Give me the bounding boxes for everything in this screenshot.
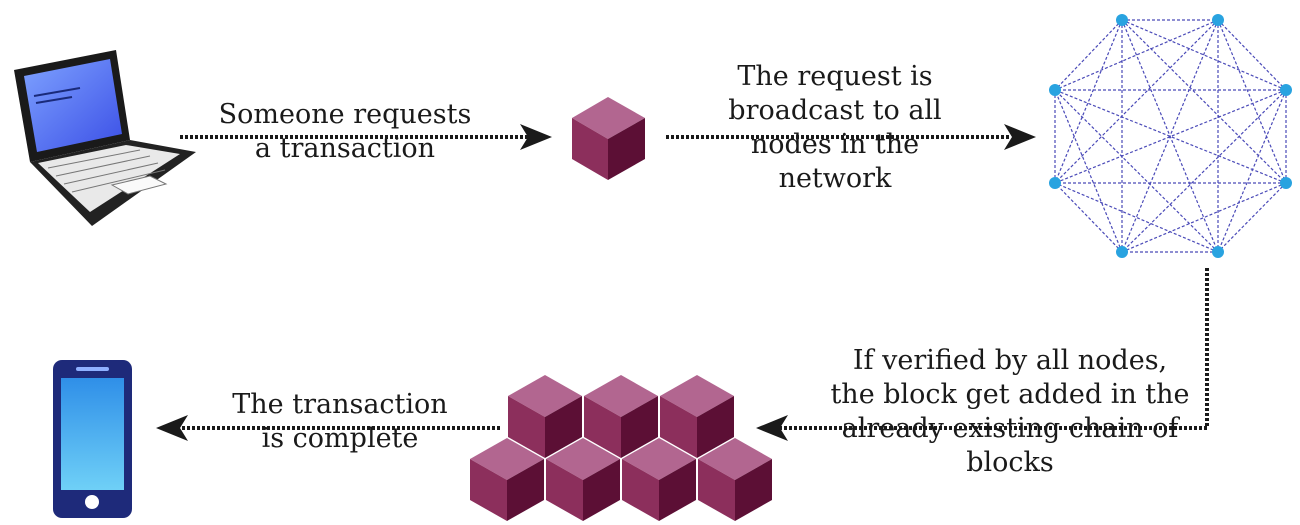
chain-block — [470, 438, 544, 521]
network-link — [1217, 19, 1287, 184]
arrow-verify — [756, 268, 1209, 441]
chain-block — [698, 438, 772, 521]
laptop-icon — [14, 50, 196, 226]
complete-line-2: is complete — [261, 423, 419, 454]
network-link — [1054, 89, 1287, 184]
network-node — [1212, 246, 1224, 258]
broadcast-line-3: nodes in the — [750, 129, 920, 160]
network-link — [1054, 182, 1219, 253]
network-node — [1049, 84, 1061, 96]
network-node — [1049, 177, 1061, 189]
network-link — [1054, 19, 1219, 184]
network-link — [1217, 182, 1287, 253]
verify-line-3: already existing chain of — [841, 413, 1179, 444]
block-cube-icon — [572, 97, 645, 180]
network-node — [1116, 14, 1128, 26]
network-node — [1280, 84, 1292, 96]
chain-block — [622, 438, 696, 521]
network-node — [1116, 246, 1128, 258]
network-nodes-icon — [1049, 14, 1292, 258]
network-link — [1054, 89, 1219, 253]
chain-block — [508, 375, 582, 458]
network-link — [1054, 182, 1123, 253]
network-node — [1280, 177, 1292, 189]
verify-line-4: blocks — [966, 447, 1054, 478]
broadcast-line-2: broadcast to all — [728, 95, 942, 126]
request-line-2: a transaction — [254, 133, 436, 164]
network-node — [1212, 14, 1224, 26]
verify-line-1: If verified by all nodes, — [852, 345, 1168, 376]
step-complete-label: The transaction is complete — [190, 388, 490, 456]
request-line-1: Someone requests — [218, 99, 472, 130]
broadcast-line-4: network — [778, 163, 892, 194]
network-link — [1054, 89, 1287, 184]
chain-block — [584, 375, 658, 458]
complete-line-1: The transaction — [232, 389, 448, 420]
verify-line-2: the block get added in the — [830, 379, 1190, 410]
network-link — [1054, 19, 1219, 91]
arrow-broadcast — [666, 124, 1036, 150]
arrow-complete — [156, 415, 500, 441]
network-link — [1121, 19, 1287, 184]
step-request-label: Someone requests a transaction — [190, 98, 500, 166]
network-link — [1054, 19, 1123, 91]
network-link — [1121, 89, 1287, 253]
chain-block — [660, 375, 734, 458]
chain-block — [546, 438, 620, 521]
smartphone-icon — [53, 360, 132, 518]
network-link — [1217, 89, 1287, 253]
arrow-request — [180, 124, 552, 150]
step-verify-label: If verified by all nodes, the block get … — [780, 344, 1240, 480]
broadcast-line-1: The request is — [737, 61, 933, 92]
network-link — [1054, 89, 1123, 253]
blockchain-icon — [470, 375, 772, 521]
step-broadcast-label: The request is broadcast to all nodes in… — [700, 60, 970, 196]
network-link — [1054, 19, 1123, 184]
network-link — [1217, 19, 1287, 91]
